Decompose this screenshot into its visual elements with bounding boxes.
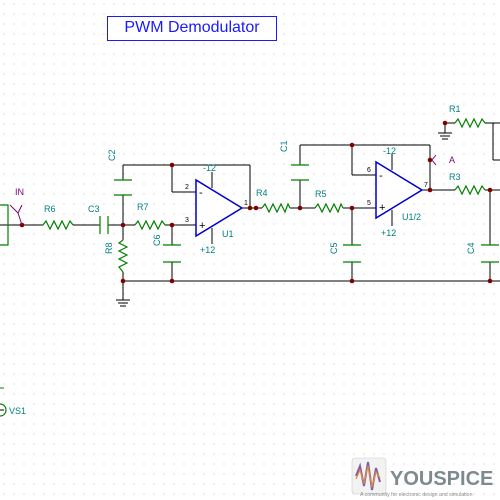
ground-symbol-2 — [438, 132, 452, 140]
label-vs1: VS1 — [9, 406, 26, 416]
opamp-u1-2[interactable]: - + — [375, 154, 424, 226]
capacitor-c3[interactable] — [99, 216, 109, 234]
label-r1: R1 — [449, 104, 461, 114]
u12-plus-sign: + — [379, 202, 385, 214]
capacitor-c4[interactable] — [481, 244, 499, 263]
resistor-r4[interactable] — [261, 202, 291, 214]
pin-u1-out: 1 — [244, 200, 248, 207]
label-r7: R7 — [137, 202, 149, 212]
resistor-r5[interactable] — [314, 202, 344, 214]
label-u12-neg-supply: -12 — [383, 146, 396, 156]
resistor-r7[interactable] — [134, 219, 166, 231]
junction-nodes — [19, 120, 493, 284]
ground-symbol-1 — [116, 299, 130, 307]
resistor-r8[interactable] — [117, 239, 129, 273]
resistor-r1[interactable] — [454, 117, 486, 129]
label-c6: C6 — [152, 234, 162, 246]
label-u1-2: U1/2 — [402, 212, 421, 222]
page-title: PWM Demodulator — [107, 16, 277, 41]
resistor-r6[interactable] — [42, 219, 74, 231]
capacitor-c6[interactable] — [163, 244, 181, 263]
pin-u12-out: 7 — [424, 182, 428, 189]
youspice-logo: YOUSPICE A community for electronic desi… — [351, 457, 493, 498]
label-r3: R3 — [449, 172, 461, 182]
probe-a-label: A — [449, 155, 455, 165]
input-label: IN — [15, 187, 24, 197]
label-r6: R6 — [44, 204, 56, 214]
opamp-u1[interactable]: - + — [195, 172, 244, 244]
label-u1: U1 — [222, 229, 234, 239]
pin-u12-noninv: 5 — [367, 200, 371, 207]
logo-tagline: A community for electronic design and si… — [360, 492, 473, 498]
capacitor-c5[interactable] — [343, 244, 361, 263]
label-r5: R5 — [315, 189, 327, 199]
label-u1-neg-supply: -12 — [203, 163, 216, 173]
voltage-source-vs1[interactable] — [0, 387, 7, 417]
label-u12-pos-supply: +12 — [381, 228, 396, 238]
label-r8: R8 — [104, 242, 114, 254]
label-c4: C4 — [466, 242, 476, 254]
label-r4: R4 — [256, 188, 268, 198]
resistor-r3[interactable] — [454, 184, 486, 196]
wires — [0, 122, 500, 411]
label-c3: C3 — [88, 204, 100, 214]
label-c2: C2 — [107, 149, 117, 161]
probe-a[interactable] — [431, 154, 437, 166]
label-c1: C1 — [279, 140, 289, 152]
pin-u1-inv: 2 — [185, 184, 189, 191]
label-u1-pos-supply: +12 — [200, 245, 215, 255]
u1-minus-sign: - — [199, 187, 203, 199]
pin-u1-noninv: 3 — [185, 217, 189, 224]
capacitor-c2[interactable] — [114, 179, 132, 196]
label-c5: C5 — [329, 242, 339, 254]
pin-u12-inv: 6 — [367, 167, 371, 174]
capacitor-c1[interactable] — [291, 164, 309, 181]
u12-minus-sign: - — [379, 170, 383, 182]
u1-plus-sign: + — [199, 220, 205, 232]
input-terminal[interactable] — [0, 204, 23, 246]
logo-brand: YOUSPICE — [390, 468, 493, 490]
